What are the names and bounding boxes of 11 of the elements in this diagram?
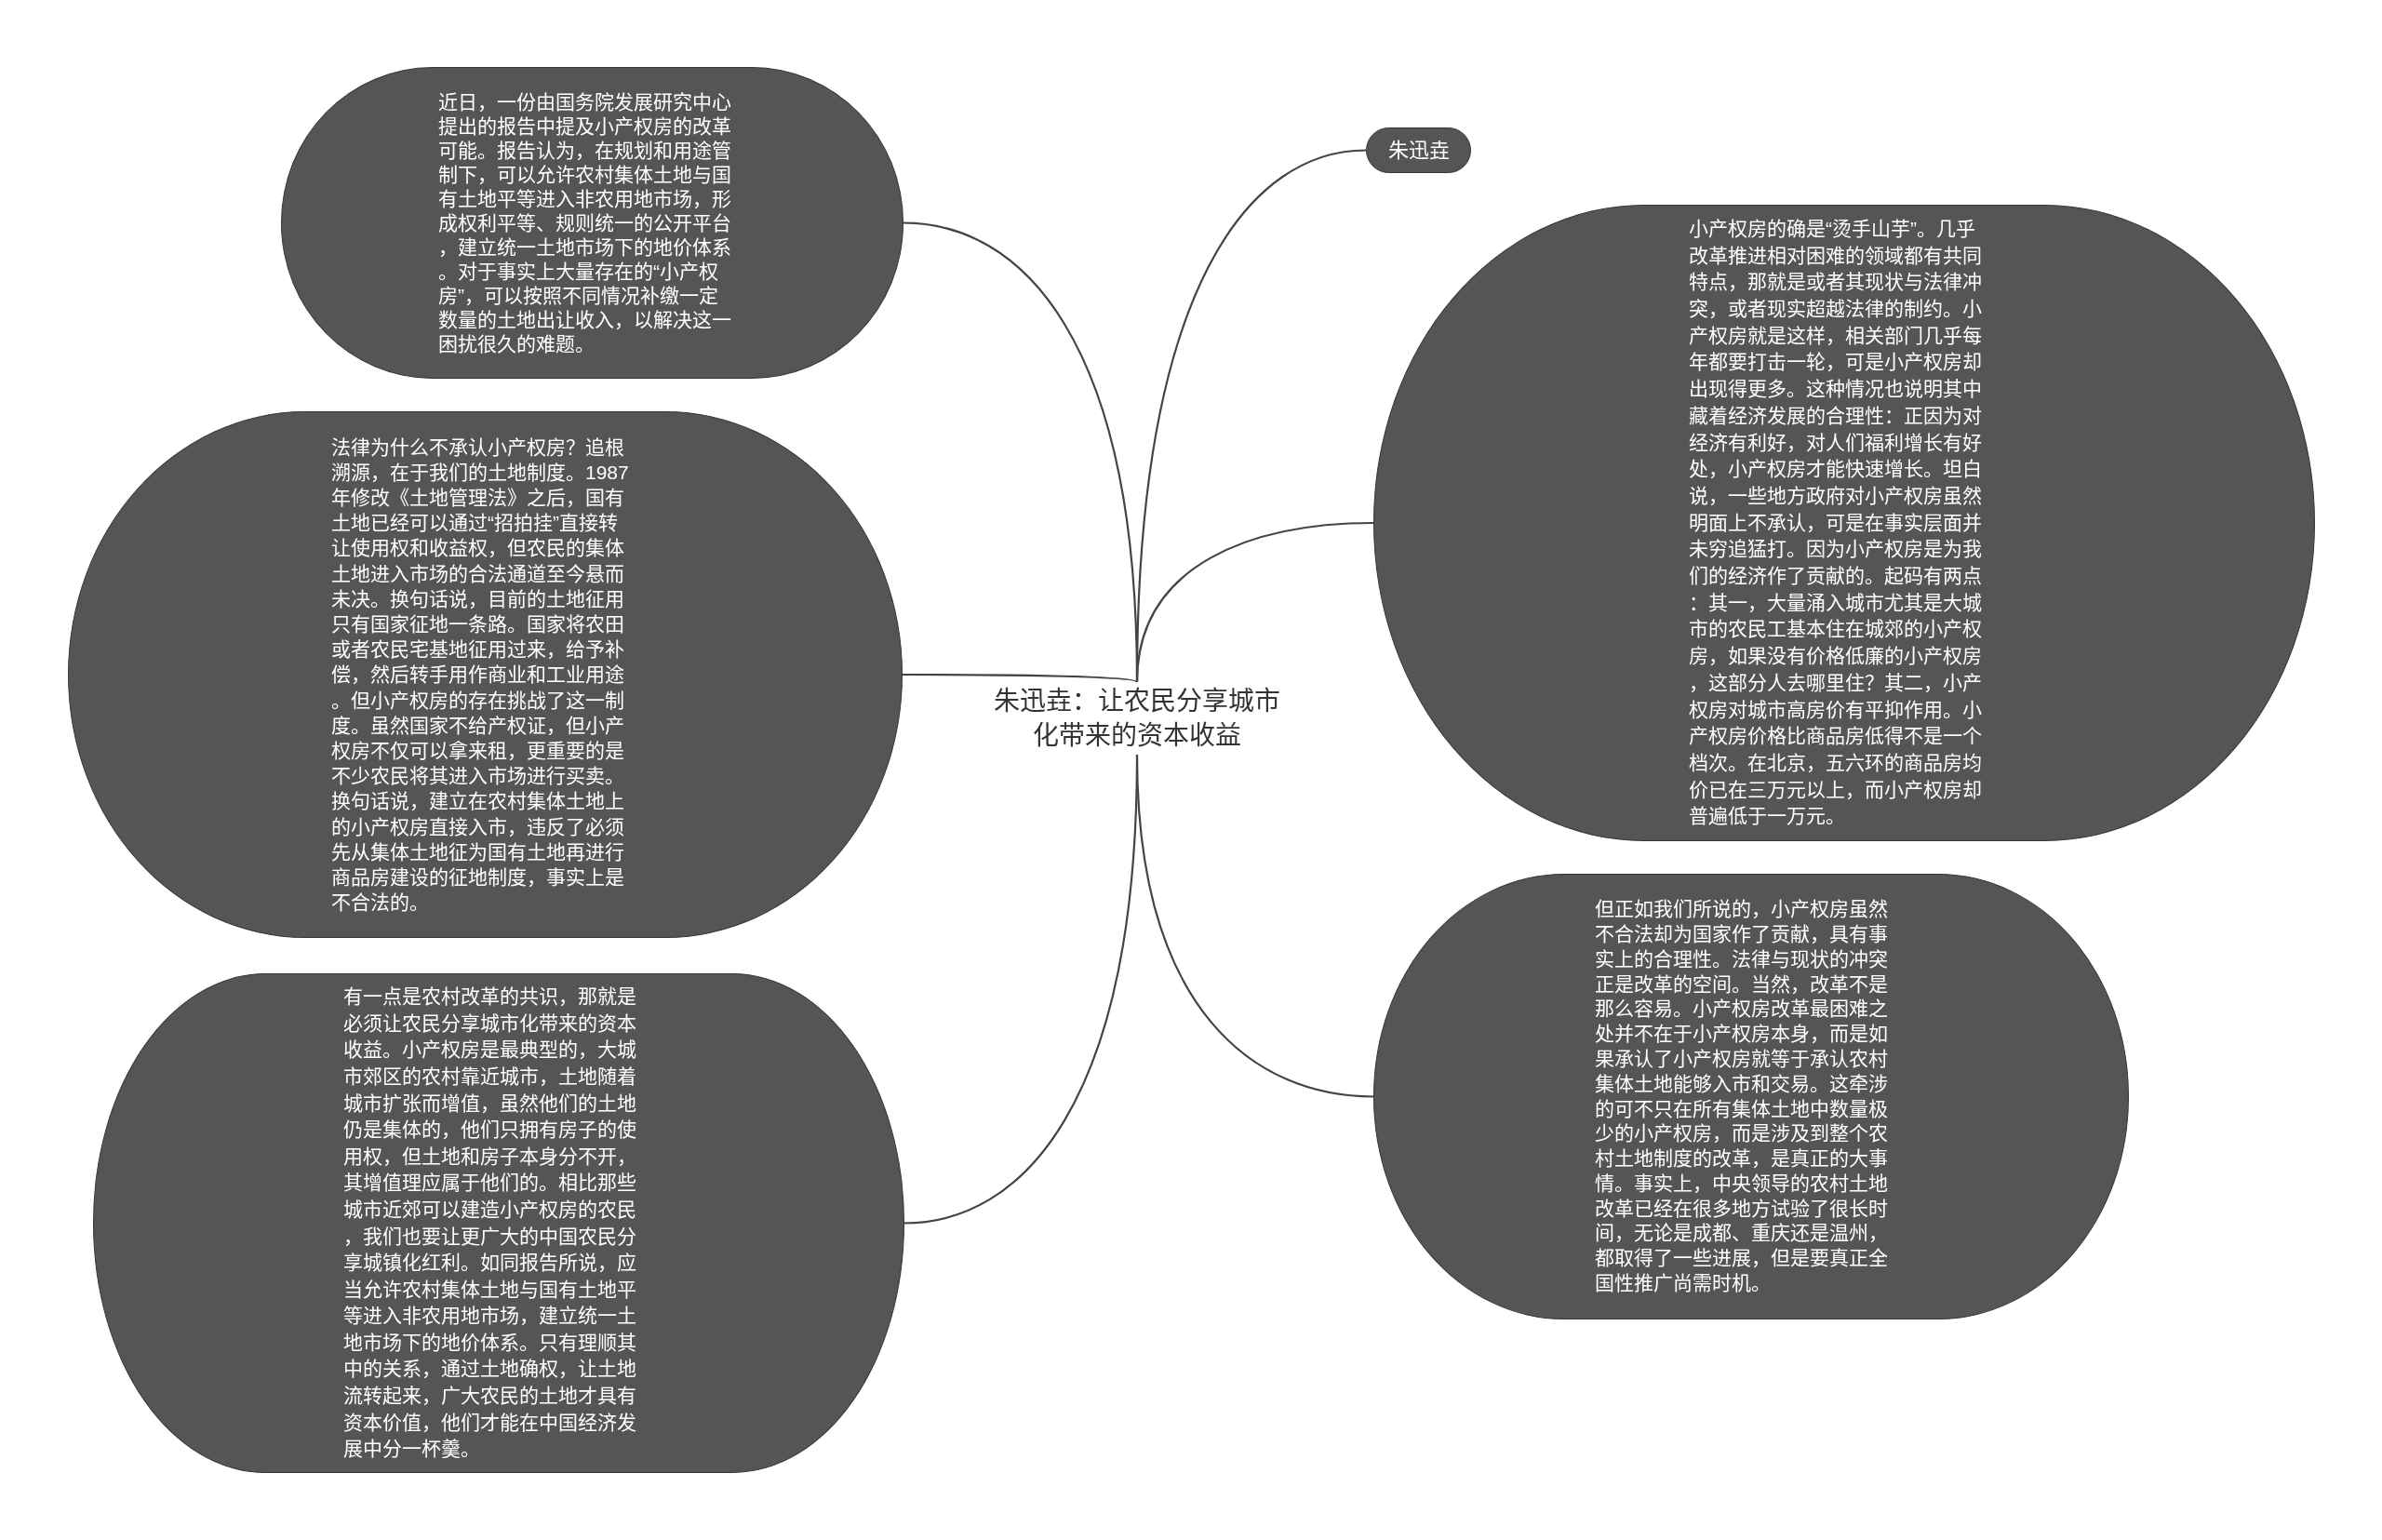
bubble-text: 法律为什么不承认小产权房？追根溯源，在于我们的土地制度。1987年修改《土地管理法》之后，国有土地已经可以通过“招拍挂”直接转让使用权和收益权，但农民的集体土地进入市场的合法通道至今悬而未决。换句话说，目前的土地征用只有国家征地一条路。国家将农田或者农民宅基地征用过来，给予补偿，然后转手用作商业和工业用途。但小产权房的存在挑战了这一制度。虽然国家不给产权证，但小产权房不仅可以拿来租，更重要的是不少农民将其进入市场进行买卖。换句话说，建立在农村集体土地上的小产权房直接入市，违反了必须先从集体土地征为国有土地再进行商品房建设的征地制度，事实上是不合法的。 [331,435,630,916]
connector-line [903,673,1138,683]
tag-pill [1366,127,1471,173]
connector-line [1135,521,1374,683]
connector-line [1135,754,1374,1098]
bubble-text: 小产权房的确是“烫手山芋”。几乎改革推进相对困难的领域都有共同特点，那就是或者其现状与法律冲突，或者现实超越法律的制约。小产权房就是这样，相关部门几乎每年都要打击一轮，可是小产权房却出现得更多。这种情况也说明其中藏着经济发展的合理性：正因为对经济有利好，对人们福利增长有好处，小产权房才能快速增长。坦白说，一些地方政府对小产权房虽然明面上不承认，可是在事实层面并未穷追猛打。因为小产权房是为我们的经济作了贡献的。起码有两点：其一，大量涌入城市尤其是大城市的农民工基本住在城郊的小产权房，如果没有价格低廉的小产权房，这部分人去哪里住？其二，小产权房对城市高房价有平抑作用。小产权房价格比商品房低得不是一个档次。在北京，五六环的商品房均价已在三万元以上，而小产权房却普遍低于一万元。 [1689,216,1983,829]
author-name: 朱迅垚 [1387,138,1450,163]
bubble-text: 有一点是农村改革的共识，那就是必须让农民分享城市化带来的资本收益。小产权房是最典型的，大城市郊区的农村靠近城市，土地随着城市扩张而增值，虽然他们的土地仍是集体的，他们只拥有房子的使用权，但土地和房子本身分不开，其增值理应属于他们的。相比那些城市近郊可以建造小产权房的农民，我们也要让更广大的中国农民分享城镇化红利。如同报告所说，应当允许农村集体土地与国有土地平等进入非农用地市场，建立统一土地市场下的地价体系。只有理顺其中的关系，通过土地确权，让土地流转起来，广大农民的土地才具有资本价值，他们才能在中国经济发展中分一杯羹。 [343,984,637,1462]
bubble-text: 但正如我们所说的，小产权房虽然不合法却为国家作了贡献，具有事实上的合理性。法律与现状的冲突正是改革的空间。当然，改革不是那么容易。小产权房改革最困难之处并不在于小产权房本身，而是如果承认了小产权房就等于承认农村集体土地能够入市和交易。这牵涉的可不只在所有集体土地中数量极少的小产权房，而是涉及到整个农村土地制度的改革，是真正的大事情。事实上，中央领导的农村土地改革已经在很多地方试验了很长时间，无论是成都、重庆还是温州，都取得了一些进展，但是要真正全国性推广尚需时机。 [1595,897,1889,1296]
topic-title: 朱迅垚：让农民分享城市化带来的资本收益 [993,686,1281,752]
bubble-text: 近日，一份由国务院发展研究中心提出的报告中提及小产权房的改革可能。报告认为，在规划和用途管制下，可以允许农村集体土地与国有土地平等进入非农用地市场，形成权利平等、规则统一的公开平台，建立统一土地市场下的地价体系。对于事实上大量存在的“小产权房”，可以按照不同情况补缴一定数量的土地出让收入，以解决这一困扰很久的难题。 [438,89,732,356]
